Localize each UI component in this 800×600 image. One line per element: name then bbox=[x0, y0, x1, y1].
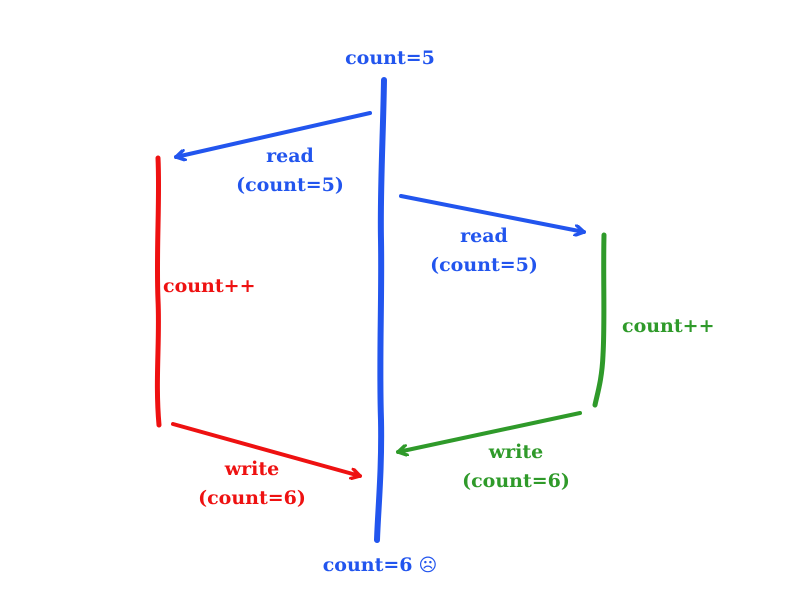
thread-a-increment-label: count++ bbox=[163, 275, 256, 297]
read-value: (count=5) bbox=[236, 174, 344, 196]
thread-b-increment-label: count++ bbox=[622, 315, 715, 337]
thread-b-write-label: write (count=6) bbox=[446, 438, 586, 496]
thread-a-read-arrow bbox=[174, 111, 372, 157]
thread-a-timeline bbox=[154, 155, 162, 428]
write-text: write bbox=[488, 441, 544, 463]
sad-face-icon: ☹ bbox=[418, 555, 438, 576]
thread-b-timeline bbox=[592, 232, 607, 408]
initial-count-label: count=5 bbox=[345, 47, 435, 69]
thread-a-write-arrow bbox=[171, 422, 362, 476]
write-value: (count=6) bbox=[198, 487, 306, 509]
read-value: (count=5) bbox=[430, 254, 538, 276]
write-value: (count=6) bbox=[462, 470, 570, 492]
thread-b-read-arrow bbox=[399, 194, 586, 232]
final-count-text: count=6 bbox=[322, 554, 413, 576]
thread-a-write-label: write (count=6) bbox=[182, 455, 322, 513]
write-text: write bbox=[224, 458, 280, 480]
thread-b-read-label: read (count=5) bbox=[414, 222, 554, 280]
thread-b-write-arrow bbox=[396, 411, 582, 452]
final-count-label: count=6☹ bbox=[300, 551, 460, 580]
read-text: read bbox=[460, 225, 508, 247]
read-text: read bbox=[266, 145, 314, 167]
thread-a-read-label: read (count=5) bbox=[220, 142, 360, 200]
shared-variable-timeline bbox=[374, 77, 387, 543]
